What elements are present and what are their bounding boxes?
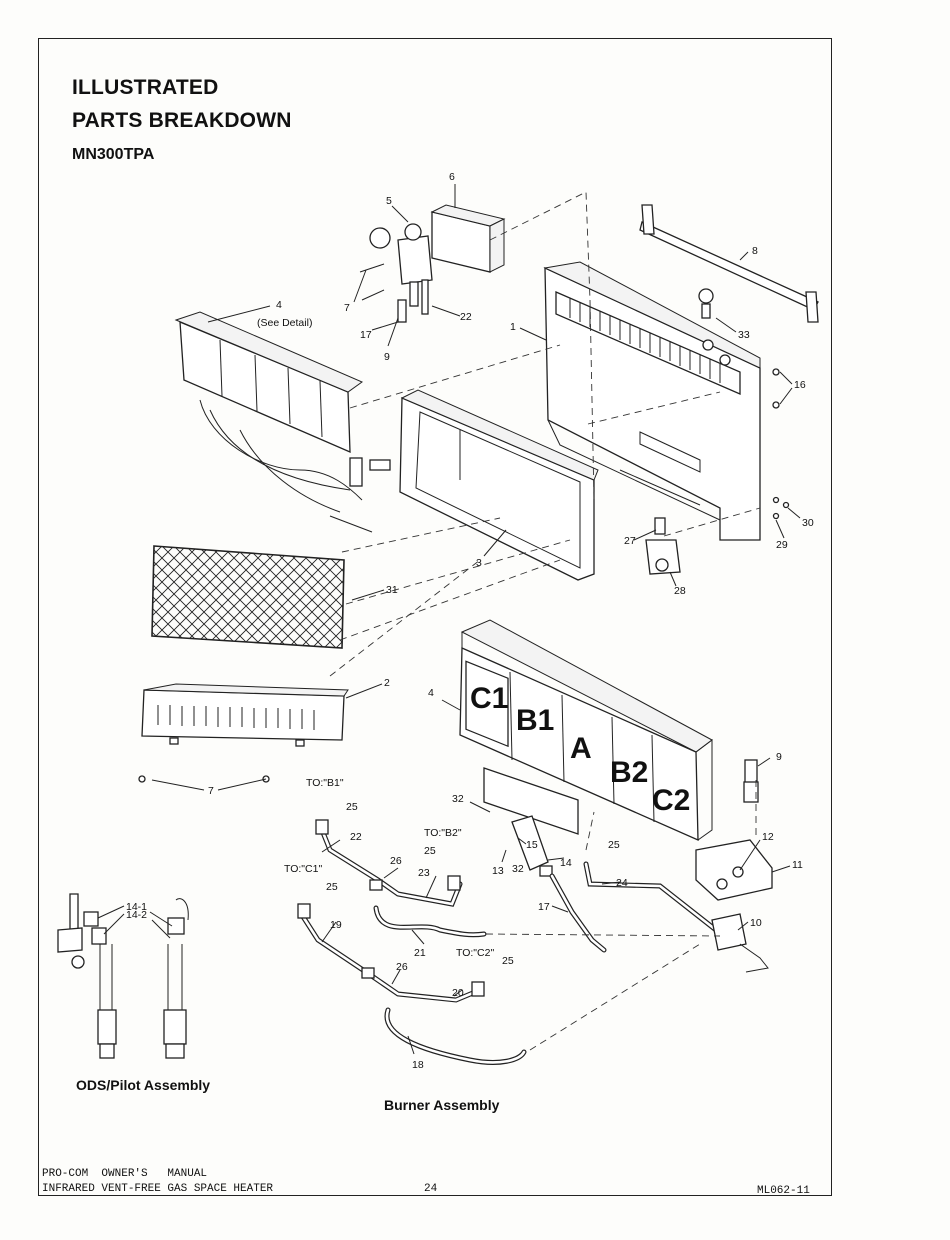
callout-19: 19 xyxy=(330,919,342,931)
callout-17a: 17 xyxy=(360,329,372,341)
leader-lines xyxy=(97,184,801,1055)
ods-pilot-assembly xyxy=(57,893,189,1059)
callout-32a: 32 xyxy=(452,793,464,805)
callout-6: 6 xyxy=(449,171,455,183)
manifold xyxy=(483,767,579,877)
burner-label-b1: B1 xyxy=(516,704,554,737)
callout-24: 24 xyxy=(616,877,628,889)
callout-30: 30 xyxy=(802,517,814,529)
callout-14-2: 14-2 xyxy=(126,909,147,921)
burner-assembly-caption: Burner Assembly xyxy=(384,1097,500,1113)
model-number: MN300TPA xyxy=(72,146,155,163)
callout-4b: 4 xyxy=(428,687,434,699)
mounting-bracket xyxy=(639,204,819,323)
callout-3: 3 xyxy=(476,557,482,569)
connection-labels: TO:"B1" TO:"B2" TO:"C1" TO:"C2" xyxy=(284,777,494,959)
callout-26b: 26 xyxy=(396,961,408,973)
screws xyxy=(772,368,790,520)
burner-label-c1: C1 xyxy=(470,682,508,715)
burner-label-b2: B2 xyxy=(610,756,648,789)
callout-15: 15 xyxy=(526,839,538,851)
callout-8: 8 xyxy=(752,245,758,257)
callout-25d: 25 xyxy=(326,881,338,893)
page-title-line2: PARTS BREAKDOWN xyxy=(72,109,292,132)
callout-numbers: 6 5 8 4 (See Detail) 7 22 17 9 1 33 16 3… xyxy=(126,171,814,1071)
callout-2: 2 xyxy=(384,677,390,689)
callout-11: 11 xyxy=(792,859,803,871)
callout-4a: 4 xyxy=(276,299,282,311)
callout-32b: 32 xyxy=(512,863,524,875)
callout-23: 23 xyxy=(418,867,430,879)
callout-17b: 17 xyxy=(538,901,550,913)
callout-26a: 26 xyxy=(390,855,402,867)
burner-assembly-main: C1 B1 A B2 C2 xyxy=(459,619,713,842)
callout-20: 20 xyxy=(452,987,464,999)
callout-7b: 7 xyxy=(208,785,214,797)
gas-tubing xyxy=(297,819,769,1065)
to-b1-label: TO:"B1" xyxy=(306,777,344,789)
control-knob xyxy=(698,288,714,319)
callout-29: 29 xyxy=(776,539,788,551)
gas-valve xyxy=(645,517,681,575)
assembly-guide-lines xyxy=(329,191,761,1051)
to-c1-label: TO:"C1" xyxy=(284,863,322,875)
louver-panel xyxy=(138,683,349,783)
burner-label-c2: C2 xyxy=(652,784,690,817)
callout-21: 21 xyxy=(414,947,426,959)
callout-14: 14 xyxy=(560,857,572,869)
callout-25e: 25 xyxy=(502,955,514,967)
callout-7a: 7 xyxy=(344,302,350,314)
callout-4-detail: (See Detail) xyxy=(257,317,312,329)
callout-22a: 22 xyxy=(460,311,472,323)
ods-pilot-caption: ODS/Pilot Assembly xyxy=(76,1077,211,1093)
footer-line1: PRO-COM OWNER'S MANUAL xyxy=(42,1168,208,1180)
bracket-plate xyxy=(695,759,773,901)
heat-shield-frame xyxy=(399,389,599,581)
callout-25c: 25 xyxy=(608,839,620,851)
callout-14-1: 14-1 xyxy=(126,901,147,913)
callout-33: 33 xyxy=(738,329,750,341)
callout-22b: 22 xyxy=(350,831,362,843)
page-border xyxy=(38,38,832,1196)
callout-16: 16 xyxy=(794,379,806,391)
callout-27: 27 xyxy=(624,535,636,547)
to-c2-label: TO:"C2" xyxy=(456,947,494,959)
heater-cabinet xyxy=(543,261,761,541)
callout-25a: 25 xyxy=(346,801,358,813)
page-number: 24 xyxy=(424,1183,438,1195)
footer-line2: INFRARED VENT-FREE GAS SPACE HEATER xyxy=(42,1183,274,1195)
callout-18: 18 xyxy=(412,1059,424,1071)
burner-detail-top xyxy=(174,311,391,533)
callout-1: 1 xyxy=(510,321,516,333)
burner-label-a: A xyxy=(570,732,592,765)
to-b2-label: TO:"B2" xyxy=(424,827,462,839)
callout-9a: 9 xyxy=(384,351,390,363)
callout-5: 5 xyxy=(386,195,392,207)
callout-31: 31 xyxy=(386,584,398,596)
document-code: ML062-11 xyxy=(757,1185,810,1197)
wire-grille xyxy=(151,545,345,649)
callout-13: 13 xyxy=(492,865,504,877)
page-title-line1: ILLUSTRATED xyxy=(72,76,219,99)
callout-10: 10 xyxy=(750,917,762,929)
callout-28: 28 xyxy=(674,585,686,597)
callout-25b: 25 xyxy=(424,845,436,857)
callout-9b: 9 xyxy=(776,751,782,763)
callout-12: 12 xyxy=(762,831,774,843)
control-valve-assembly xyxy=(359,204,506,323)
